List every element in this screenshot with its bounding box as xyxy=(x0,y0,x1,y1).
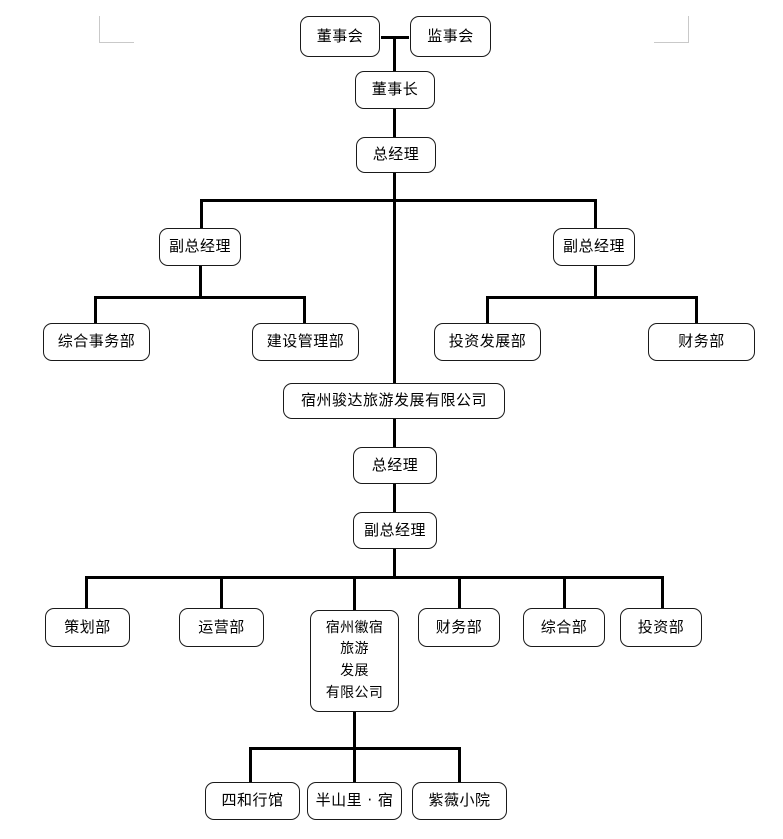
connector-drop-ziwei xyxy=(458,747,461,782)
node-dept-operations[interactable]: 运营部 xyxy=(179,608,264,647)
node-chairman[interactable]: 董事长 xyxy=(355,71,435,109)
node-general-manager-sub[interactable]: 总经理 xyxy=(353,447,437,484)
connector-gm-branch-bar xyxy=(200,199,597,202)
node-subsidiary-company[interactable]: 宿州骏达旅游发展有限公司 xyxy=(283,383,505,419)
connector-deputy-sub-stem xyxy=(393,548,396,578)
connector-gm-sub-to-deputy xyxy=(393,483,396,513)
connector-drop-investment-development xyxy=(486,296,489,324)
connector-chairman-to-gm xyxy=(393,108,396,138)
connector-huisu-stem xyxy=(353,712,356,750)
node-board-of-directors[interactable]: 董事会 xyxy=(300,16,380,57)
connector-drop-planning xyxy=(85,576,88,608)
connector-drop-deputy-left xyxy=(200,199,203,229)
node-dept-general[interactable]: 综合部 xyxy=(523,608,605,647)
node-venue-sihe[interactable]: 四和行馆 xyxy=(205,782,300,820)
page-margin-mark-top-left xyxy=(99,16,134,43)
connector-drop-banshanli xyxy=(353,747,356,782)
connector-deputy-left-stem xyxy=(199,265,202,298)
connector-drop-sihe xyxy=(249,747,252,782)
node-dept-investment[interactable]: 投资部 xyxy=(620,608,702,647)
node-huisu-company[interactable]: 宿州徽宿 旅游 发展 有限公司 xyxy=(310,610,399,712)
node-venue-ziwei[interactable]: 紫薇小院 xyxy=(412,782,507,820)
connector-drop-finance-sub xyxy=(458,576,461,608)
connector-drop-general-dept xyxy=(563,576,566,608)
connector-drop-construction-mgmt xyxy=(303,296,306,324)
connector-deputy-left-bar xyxy=(94,296,306,299)
connector-drop-investment-dept xyxy=(661,576,664,608)
node-dept-finance-top[interactable]: 财务部 xyxy=(648,323,755,361)
node-general-manager-top[interactable]: 总经理 xyxy=(356,137,436,173)
node-dept-investment-development[interactable]: 投资发展部 xyxy=(434,323,541,361)
connector-drop-deputy-right xyxy=(594,199,597,229)
node-deputy-gm-left[interactable]: 副总经理 xyxy=(159,228,241,266)
connector-deputy-right-stem xyxy=(594,265,597,298)
connector-drop-operations xyxy=(220,576,223,608)
node-deputy-gm-sub[interactable]: 副总经理 xyxy=(353,512,437,549)
connector-gm-trunk xyxy=(393,172,396,384)
node-venue-banshanli[interactable]: 半山里 · 宿 xyxy=(307,782,402,820)
connector-board-to-chairman xyxy=(393,36,396,72)
connector-deputy-right-bar xyxy=(486,296,698,299)
node-deputy-gm-right[interactable]: 副总经理 xyxy=(553,228,635,266)
node-dept-finance-sub[interactable]: 财务部 xyxy=(418,608,500,647)
connector-drop-huisu-company xyxy=(353,576,356,612)
node-dept-planning[interactable]: 策划部 xyxy=(45,608,130,647)
connector-subsidiary-to-gm xyxy=(393,418,396,448)
connector-drop-general-affairs xyxy=(94,296,97,324)
page-margin-mark-top-right xyxy=(654,16,689,43)
connector-drop-finance-top xyxy=(695,296,698,324)
node-dept-construction-mgmt[interactable]: 建设管理部 xyxy=(252,323,359,361)
connector-deputy-sub-bar xyxy=(85,576,663,579)
node-dept-general-affairs[interactable]: 综合事务部 xyxy=(43,323,150,361)
node-board-of-supervisors[interactable]: 监事会 xyxy=(410,16,491,57)
